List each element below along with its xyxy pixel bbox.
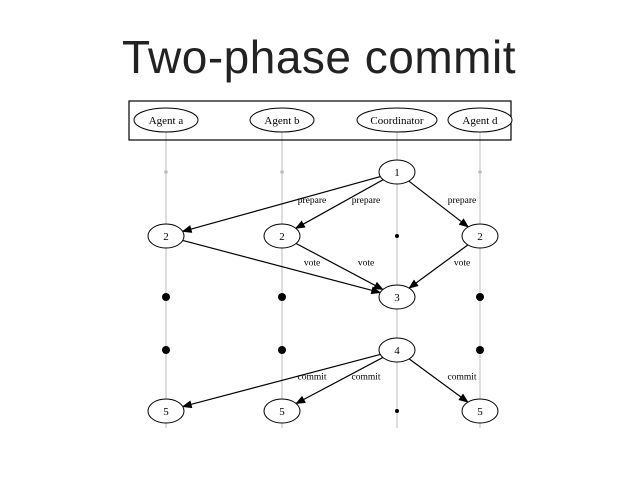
timeline-dot <box>280 170 284 174</box>
participant-label: Agent d <box>462 115 498 127</box>
timeline-dot <box>476 293 484 301</box>
event-node: 5 <box>263 398 301 424</box>
message-arrow-prepare <box>181 176 381 233</box>
message-label: prepare <box>448 196 476 206</box>
event-node-label: 1 <box>394 167 400 179</box>
participant-a: Agent a <box>133 107 199 133</box>
event-node-label: 5 <box>477 406 483 418</box>
event-node: 1 <box>378 159 416 185</box>
event-node: 2 <box>461 223 499 249</box>
event-node-label: 2 <box>163 231 169 243</box>
event-node: 3 <box>378 284 416 310</box>
message-label: prepare <box>352 196 380 206</box>
message-arrow-commit <box>295 356 384 405</box>
event-node-label: 4 <box>394 345 400 357</box>
slide-title: Two-phase commit <box>121 31 516 83</box>
event-node: 2 <box>263 223 301 249</box>
event-node: 4 <box>378 337 416 363</box>
message-label: commit <box>297 373 326 383</box>
message-arrow-vote <box>408 244 469 289</box>
event-node-label: 5 <box>279 406 285 418</box>
event-node-label: 2 <box>477 231 483 243</box>
message-label: commit <box>447 373 476 383</box>
timeline-dot <box>162 346 170 354</box>
event-node-label: 5 <box>163 406 169 418</box>
message-label: commit <box>351 373 380 383</box>
message-label: vote <box>304 259 320 269</box>
participant-d: Agent d <box>447 107 513 133</box>
event-node: 5 <box>461 398 499 424</box>
participant-label: Coordinator <box>370 115 423 127</box>
timeline-dot <box>162 293 170 301</box>
timeline-dot <box>278 293 286 301</box>
message-arrow-commit <box>181 353 381 409</box>
event-node-label: 2 <box>279 231 285 243</box>
message-arrow-vote <box>182 239 382 295</box>
timeline-dot <box>395 409 399 413</box>
participant-label: Agent b <box>264 115 300 127</box>
participant-b: Agent b <box>249 107 315 133</box>
event-node-label: 3 <box>394 292 400 304</box>
timeline-dot <box>476 346 484 354</box>
event-node: 2 <box>147 223 185 249</box>
timeline-dot <box>478 170 482 174</box>
participant-label: Agent a <box>149 115 184 127</box>
message-arrow-vote <box>295 242 384 291</box>
message-arrow-prepare <box>294 179 384 229</box>
participant-c: Coordinator <box>356 107 438 133</box>
message-arrow-commit <box>408 358 469 403</box>
timeline-dot <box>395 234 399 238</box>
message-label: prepare <box>298 196 326 206</box>
message-label: vote <box>358 259 374 269</box>
message-label: vote <box>454 259 470 269</box>
timeline-dot <box>278 346 286 354</box>
message-arrow-prepare <box>408 180 470 228</box>
event-node: 5 <box>147 398 185 424</box>
timeline-dot <box>164 170 168 174</box>
